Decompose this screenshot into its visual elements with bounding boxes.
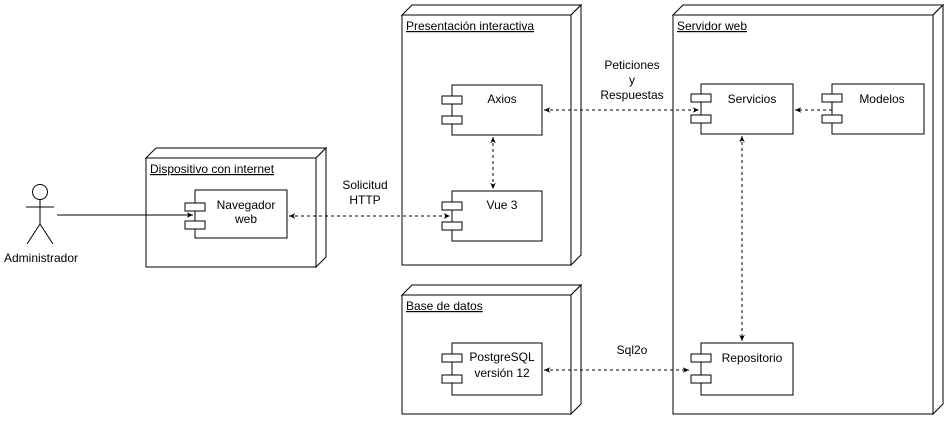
edge-label-solicitud-2: HTTP: [349, 193, 380, 207]
component-vue-port-top: [441, 201, 463, 211]
component-repositorio-label: Repositorio: [722, 351, 783, 365]
component-servicios-port-bottom: [690, 114, 712, 124]
component-navegador-port-top: [184, 202, 206, 212]
node-base-datos[interactable]: Base de datos: [400, 283, 583, 416]
component-axios[interactable]: Axios: [441, 84, 543, 136]
edge-label-peticiones-2: y: [629, 73, 635, 87]
node-presentacion-title: Presentación interactiva: [406, 19, 534, 33]
component-postgres-port-top: [441, 353, 463, 363]
node-servidor-title: Servidor web: [677, 19, 747, 33]
component-servicios-box: [700, 83, 794, 135]
node-servidor-top: [671, 4, 945, 16]
component-vue-label: Vue 3: [487, 198, 518, 212]
actor-leg-left: [26, 223, 41, 245]
component-axios-port-top: [441, 95, 463, 105]
edge-label-peticiones-1: Peticiones: [604, 58, 659, 72]
component-repositorio-port-bottom: [690, 374, 712, 384]
component-navegador-label-2: web: [234, 212, 257, 226]
actor-label: Administrador: [4, 251, 78, 265]
component-modelos-box: [831, 83, 925, 135]
node-presentacion-top: [400, 4, 583, 16]
node-dispositivo-title: Dispositivo con internet: [150, 162, 275, 176]
component-postgres-port-bottom: [441, 374, 463, 384]
component-servicios-label: Servicios: [728, 92, 777, 106]
edge-label-peticiones-3: Respuestas: [600, 88, 663, 102]
node-base-datos-title: Base de datos: [406, 299, 483, 313]
component-modelos-port-bottom: [821, 114, 843, 124]
component-navegador[interactable]: Navegador web: [184, 189, 288, 239]
component-vue-port-bottom: [441, 221, 463, 231]
node-base-datos-side: [570, 283, 582, 416]
actor-leg-right: [39, 223, 54, 245]
node-base-datos-top: [400, 284, 583, 296]
component-modelos-label: Modelos: [859, 92, 904, 106]
component-repositorio-box: [700, 342, 794, 396]
node-presentacion-side: [570, 3, 582, 267]
component-servicios-port-top: [690, 93, 712, 103]
component-modelos[interactable]: Modelos: [821, 83, 925, 135]
component-navegador-box: [194, 189, 288, 239]
component-axios-label: Axios: [487, 92, 516, 106]
component-postgres-box: [451, 342, 543, 396]
actor-head: [32, 184, 48, 200]
component-vue-box: [451, 190, 543, 242]
node-dispositivo-top: [144, 147, 328, 159]
component-repositorio-port-top: [690, 353, 712, 363]
administrador-actor: Administrador: [4, 184, 78, 265]
component-modelos-port-top: [821, 93, 843, 103]
node-servidor-side: [932, 3, 944, 416]
component-postgres[interactable]: PostgreSQL versión 12: [441, 342, 543, 396]
edge-label-solicitud-1: Solicitud: [342, 178, 387, 192]
edge-label-sql2o: Sql2o: [617, 343, 648, 357]
component-postgres-label-1: PostgreSQL: [469, 350, 535, 364]
component-vue[interactable]: Vue 3: [441, 190, 543, 242]
component-axios-port-bottom: [441, 115, 463, 125]
component-navegador-label-1: Navegador: [217, 198, 276, 212]
node-dispositivo-side: [315, 146, 327, 269]
component-repositorio[interactable]: Repositorio: [690, 342, 794, 396]
component-postgres-label-2: versión 12: [474, 366, 530, 380]
component-axios-box: [451, 84, 543, 136]
component-servicios[interactable]: Servicios: [690, 83, 794, 135]
component-navegador-port-bottom: [184, 220, 206, 230]
